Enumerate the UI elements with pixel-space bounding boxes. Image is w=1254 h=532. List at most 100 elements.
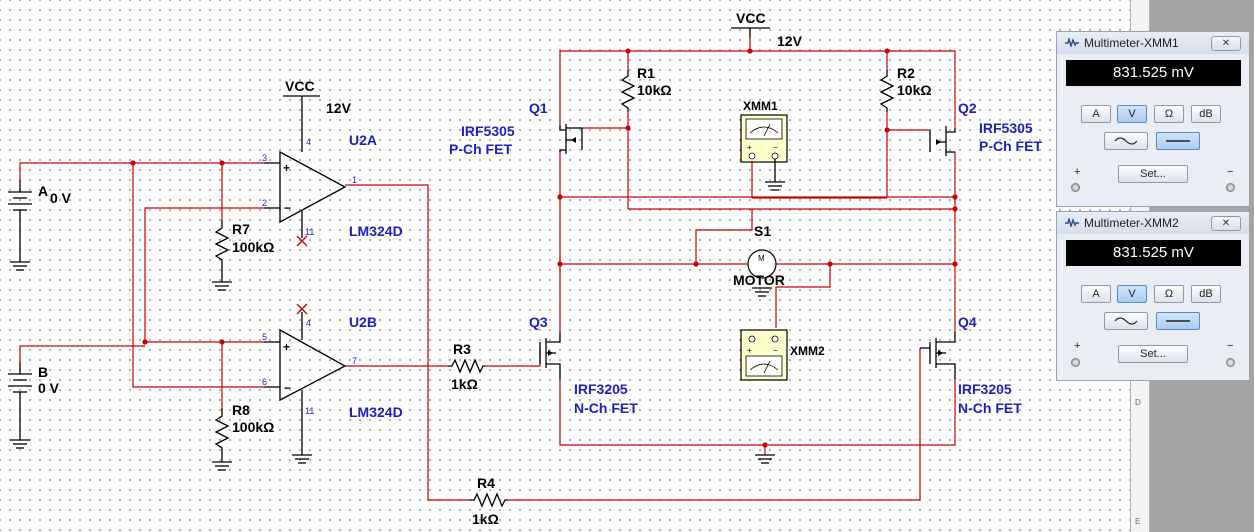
wire bbox=[485, 348, 541, 367]
wire bbox=[19, 162, 264, 180]
q1-type: P-Ch FET bbox=[449, 141, 512, 157]
multimeter-icon bbox=[1065, 218, 1079, 227]
q1-part: IRF5305 bbox=[461, 123, 515, 139]
u2a-pin-vcc: 4 bbox=[306, 137, 311, 147]
u2a-ref: U2A bbox=[349, 132, 377, 148]
wire bbox=[144, 207, 264, 343]
ac-mode-button[interactable] bbox=[1104, 312, 1148, 330]
mosfet-q4[interactable]: Q4 IRF3205 N-Ch FET bbox=[920, 314, 1022, 416]
close-button[interactable]: ✕ bbox=[1211, 216, 1241, 231]
resistor-r1[interactable]: R1 10kΩ bbox=[620, 65, 672, 112]
sine-wave-icon bbox=[1114, 137, 1138, 145]
multimeter-xmm2-titlebar[interactable]: Multimeter-XMM2 ✕ bbox=[1057, 212, 1249, 234]
multimeter-xmm1-title: Multimeter-XMM1 bbox=[1084, 36, 1179, 50]
svg-text:+: + bbox=[747, 143, 752, 152]
wire bbox=[132, 163, 264, 388]
q2-ref: Q2 bbox=[958, 100, 977, 116]
u2b-part: LM324D bbox=[349, 404, 403, 420]
ammeter-button[interactable]: A bbox=[1081, 285, 1111, 303]
wire bbox=[695, 209, 753, 264]
opamp-u2b[interactable]: + − 5 6 7 4 11 U2B LM324D bbox=[262, 303, 403, 464]
ohmmeter-button[interactable]: Ω bbox=[1154, 105, 1184, 123]
svg-text:−: − bbox=[284, 201, 291, 215]
q4-part: IRF3205 bbox=[958, 381, 1012, 397]
set-button[interactable]: Set... bbox=[1118, 345, 1188, 363]
multimeter-xmm2-reading: 831.525 mV bbox=[1066, 240, 1241, 266]
circuit-schematic: A 0 V B 0 V VCC 12V + − 3 2 1 4 bbox=[8, 10, 1042, 527]
motor[interactable]: M MOTOR bbox=[733, 249, 785, 297]
voltmeter-button[interactable]: V bbox=[1117, 105, 1147, 123]
decibel-button[interactable]: dB bbox=[1191, 285, 1221, 303]
meter-xmm1-symbol[interactable]: XMM1 + − bbox=[740, 99, 788, 191]
opamp-u2a[interactable]: + − 3 2 1 4 11 U2A LM324D bbox=[262, 132, 403, 247]
resistor-r7[interactable]: R7 100kΩ bbox=[212, 220, 274, 291]
u2a-pin-minus: 2 bbox=[262, 198, 267, 208]
wire bbox=[559, 380, 956, 446]
schematic-canvas[interactable]: A 0 V B 0 V VCC 12V + − 3 2 1 4 bbox=[0, 0, 1130, 532]
vcc-left[interactable]: VCC 12V bbox=[283, 78, 352, 152]
voltmeter-button[interactable]: V bbox=[1117, 285, 1147, 303]
q4-ref: Q4 bbox=[958, 314, 977, 330]
positive-terminal-jack[interactable] bbox=[1071, 358, 1080, 367]
resistor-r3[interactable]: R3 1kΩ bbox=[448, 341, 485, 392]
source-a[interactable]: A 0 V bbox=[8, 180, 72, 271]
negative-terminal-jack[interactable] bbox=[1226, 183, 1235, 192]
multimeter-icon bbox=[1065, 38, 1079, 47]
source-b-name: B bbox=[38, 364, 48, 380]
positive-terminal-label: + bbox=[1074, 166, 1081, 178]
r2-value: 10kΩ bbox=[897, 82, 932, 98]
source-a-value: 0 V bbox=[50, 190, 72, 206]
set-button[interactable]: Set... bbox=[1118, 165, 1188, 183]
vcc-top[interactable]: VCC 12V bbox=[731, 10, 803, 49]
decibel-button[interactable]: dB bbox=[1191, 105, 1221, 123]
close-icon: ✕ bbox=[1221, 38, 1231, 49]
motor-symbol: M bbox=[758, 254, 765, 263]
s1-ref: S1 bbox=[754, 223, 771, 239]
sine-wave-icon bbox=[1114, 317, 1138, 325]
ohmmeter-button[interactable]: Ω bbox=[1154, 285, 1184, 303]
r7-value: 100kΩ bbox=[232, 239, 274, 255]
svg-text:+: + bbox=[747, 346, 752, 355]
negative-terminal-label: − bbox=[1227, 166, 1234, 178]
vcc-top-name: VCC bbox=[736, 10, 766, 26]
u2a-part: LM324D bbox=[349, 223, 403, 239]
dc-mode-button[interactable] bbox=[1156, 312, 1200, 330]
multimeter-xmm2-window[interactable]: Multimeter-XMM2 ✕ 831.525 mV A V Ω dB Se… bbox=[1056, 211, 1250, 381]
negative-terminal-jack[interactable] bbox=[1226, 358, 1235, 367]
resistor-r2[interactable]: R2 10kΩ bbox=[879, 65, 932, 112]
mosfet-q2[interactable]: Q2 IRF5305 P-Ch FET bbox=[929, 100, 1042, 156]
u2b-pin-gnd: 11 bbox=[305, 406, 314, 416]
multimeter-xmm2-title: Multimeter-XMM2 bbox=[1084, 216, 1179, 230]
mosfet-q1[interactable]: Q1 IRF5305 P-Ch FET bbox=[449, 100, 583, 157]
switch-s1[interactable]: S1 bbox=[754, 223, 771, 239]
ac-mode-button[interactable] bbox=[1104, 132, 1148, 150]
svg-text:−: − bbox=[773, 143, 778, 152]
positive-terminal-jack[interactable] bbox=[1071, 183, 1080, 192]
meter-xmm2-symbol[interactable]: + − XMM2 bbox=[740, 329, 825, 381]
r3-value: 1kΩ bbox=[451, 376, 478, 392]
source-b[interactable]: B 0 V bbox=[8, 362, 60, 449]
vcc-left-voltage: 12V bbox=[326, 100, 352, 116]
r7-ref: R7 bbox=[232, 221, 250, 237]
dc-line-icon bbox=[1166, 140, 1190, 142]
wire bbox=[345, 184, 470, 501]
multimeter-xmm1-titlebar[interactable]: Multimeter-XMM1 ✕ bbox=[1057, 32, 1249, 54]
ammeter-button[interactable]: A bbox=[1081, 105, 1111, 123]
source-a-name: A bbox=[38, 183, 48, 199]
mosfet-q3[interactable]: Q3 IRF3205 N-Ch FET bbox=[529, 314, 638, 416]
close-button[interactable]: ✕ bbox=[1211, 36, 1241, 51]
dc-mode-button[interactable] bbox=[1156, 132, 1200, 150]
resistor-r4[interactable]: R4 1kΩ bbox=[470, 475, 508, 527]
q3-type: N-Ch FET bbox=[574, 400, 638, 416]
wires bbox=[19, 38, 956, 501]
ruler-mark-e: E bbox=[1135, 517, 1141, 526]
dc-line-icon bbox=[1166, 320, 1190, 322]
xmm1-ref: XMM1 bbox=[743, 99, 778, 113]
r8-value: 100kΩ bbox=[232, 419, 274, 435]
vcc-top-voltage: 12V bbox=[777, 33, 803, 49]
resistor-r8[interactable]: R8 100kΩ bbox=[212, 402, 274, 471]
close-icon: ✕ bbox=[1221, 218, 1231, 229]
multimeter-xmm1-window[interactable]: Multimeter-XMM1 ✕ 831.525 mV A V Ω dB Se… bbox=[1056, 31, 1250, 207]
u2b-pin-out: 7 bbox=[352, 356, 357, 366]
svg-text:−: − bbox=[284, 381, 291, 395]
